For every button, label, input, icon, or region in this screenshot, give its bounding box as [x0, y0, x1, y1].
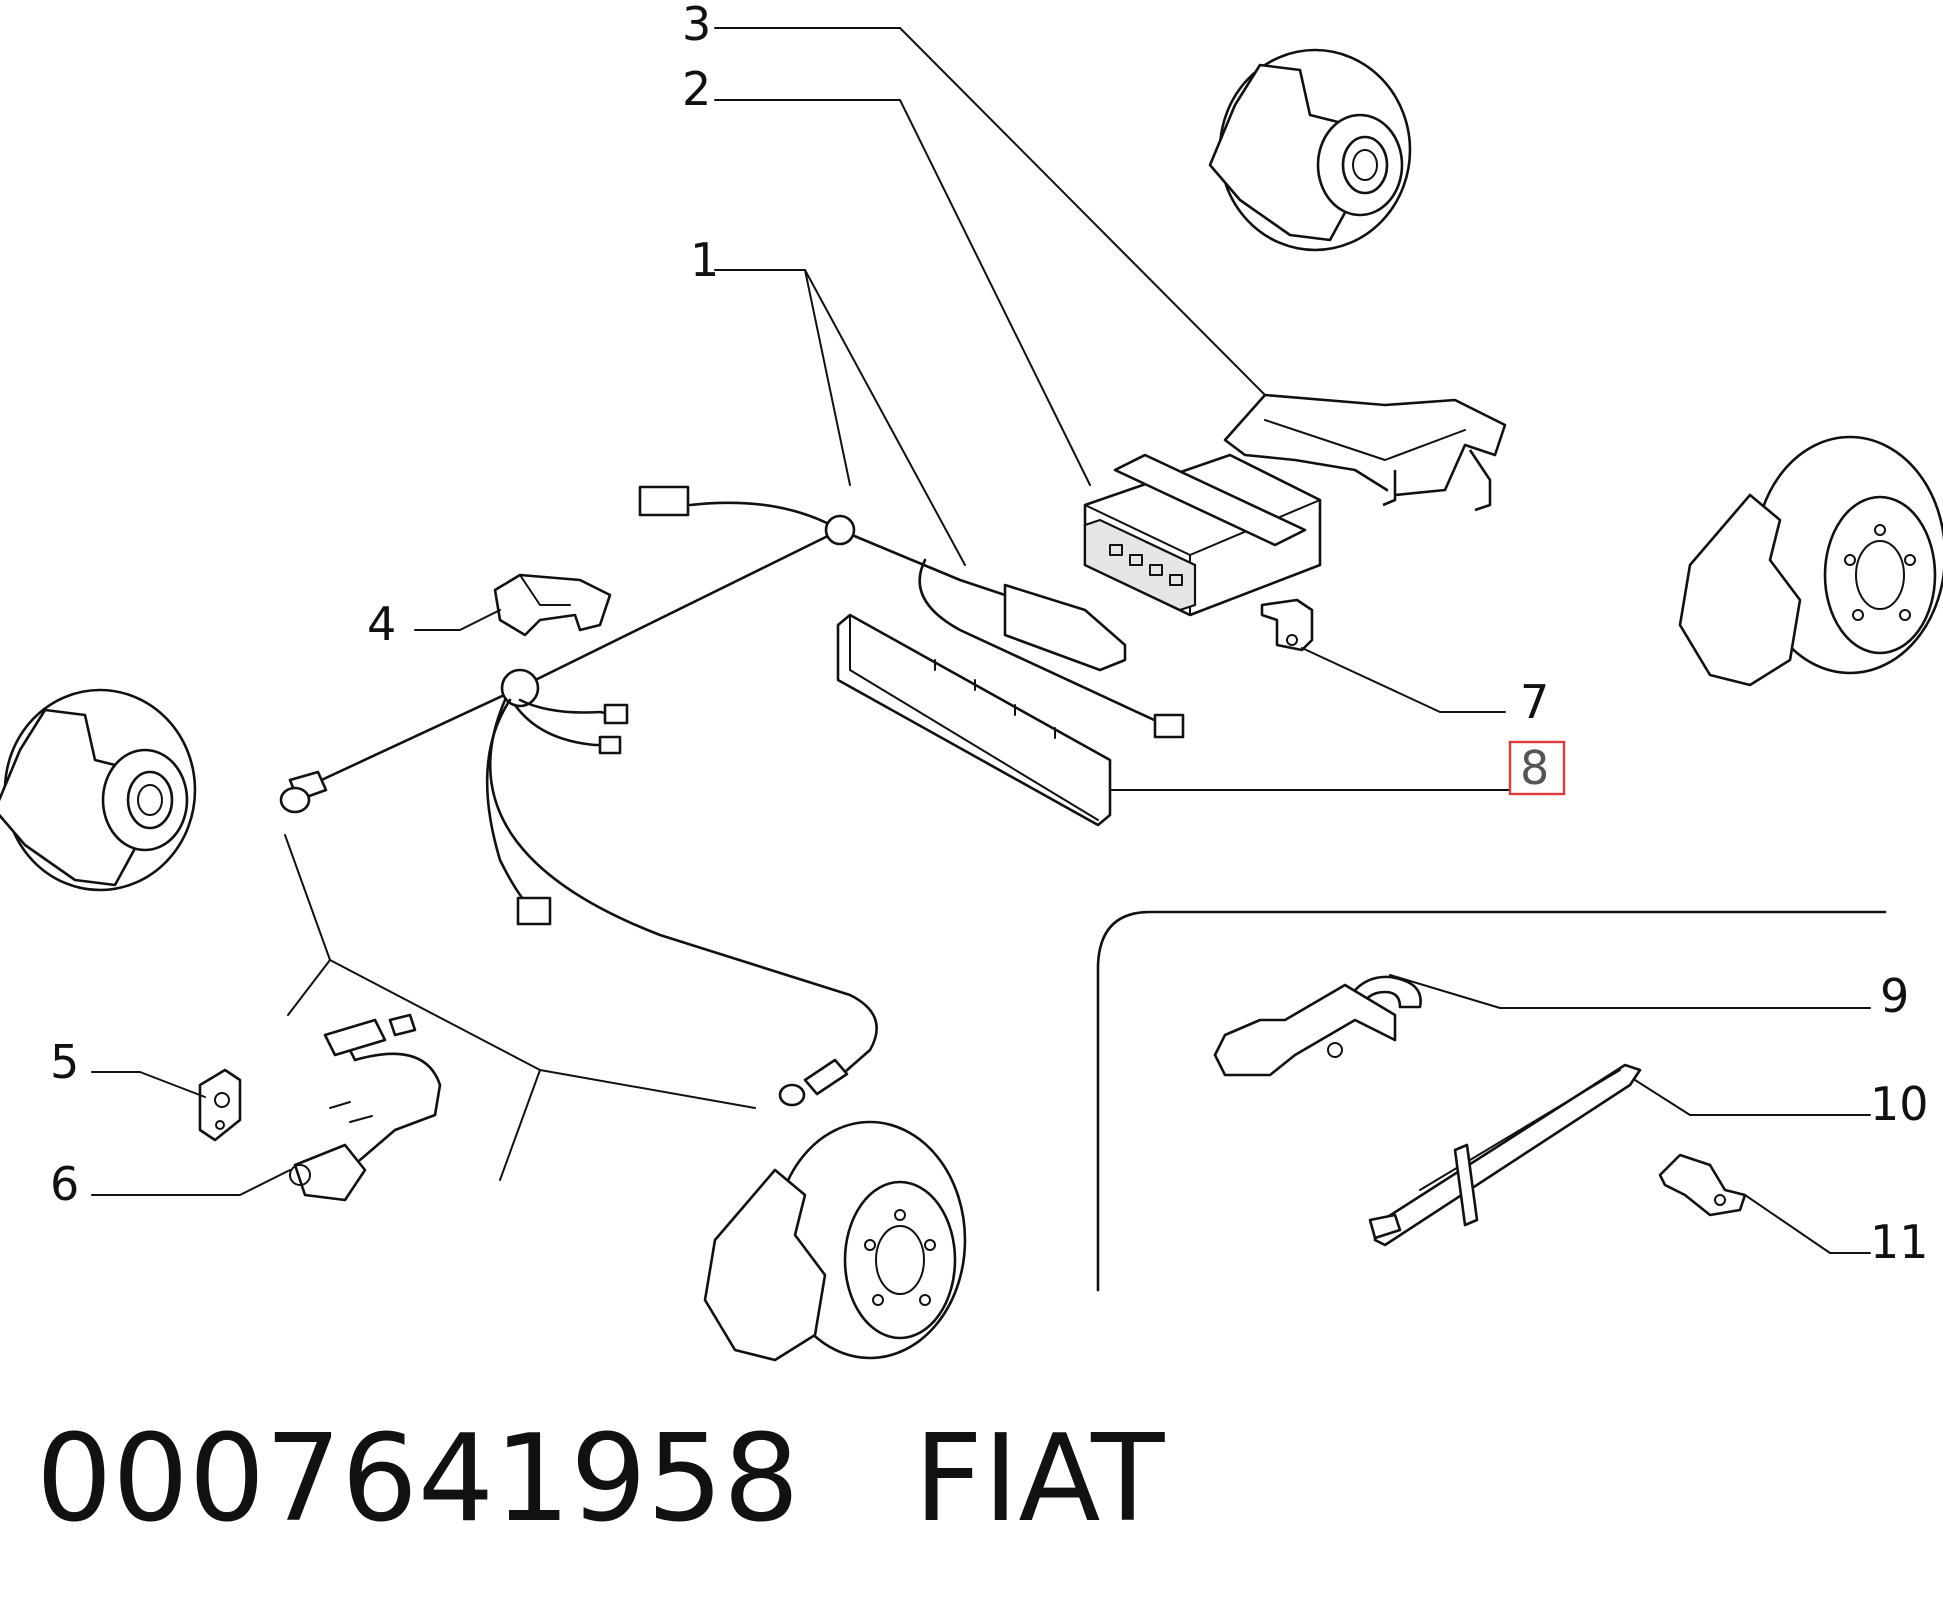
- brake-disc-left: [0, 688, 197, 892]
- leader-lines: [91, 27, 1871, 1254]
- abs-control-unit: [1083, 453, 1322, 617]
- callout-6: 6: [50, 1157, 79, 1211]
- brand-name: FIAT: [913, 1410, 1165, 1549]
- wiring-harness: [279, 485, 1185, 1107]
- double-cable-clip: [1213, 975, 1422, 1077]
- brake-disc-bottom: [703, 1120, 967, 1362]
- part-number: 0007641958: [36, 1410, 800, 1549]
- callout-10: 10: [1870, 1077, 1929, 1131]
- callout-7: 7: [1520, 675, 1549, 729]
- cable-tie: [1368, 1063, 1642, 1247]
- spring-clip: [1658, 1153, 1747, 1217]
- callout-3: 3: [682, 0, 711, 51]
- sensor-bracket: [493, 573, 612, 637]
- cover-panel: [836, 613, 1112, 827]
- callout-highlight-box: [1508, 740, 1566, 796]
- accessories-inset: [1096, 910, 1887, 1292]
- callout-1: 1: [690, 233, 719, 287]
- brake-disc-top-right: [1208, 48, 1412, 252]
- callout-9: 9: [1880, 969, 1909, 1023]
- callout-2: 2: [682, 62, 711, 116]
- callout-8: 8: [1520, 741, 1549, 795]
- brake-disc-right: [1678, 435, 1943, 687]
- grommet: [198, 1068, 242, 1142]
- callout-5: 5: [50, 1035, 79, 1089]
- wheel-speed-sensor: [289, 1013, 442, 1202]
- callout-11: 11: [1870, 1215, 1929, 1269]
- callout-4: 4: [367, 597, 396, 651]
- mounting-bracket: [1223, 393, 1507, 512]
- small-bracket: [1260, 598, 1314, 652]
- footer-caption: 0007641958 FIAT: [36, 1420, 1164, 1540]
